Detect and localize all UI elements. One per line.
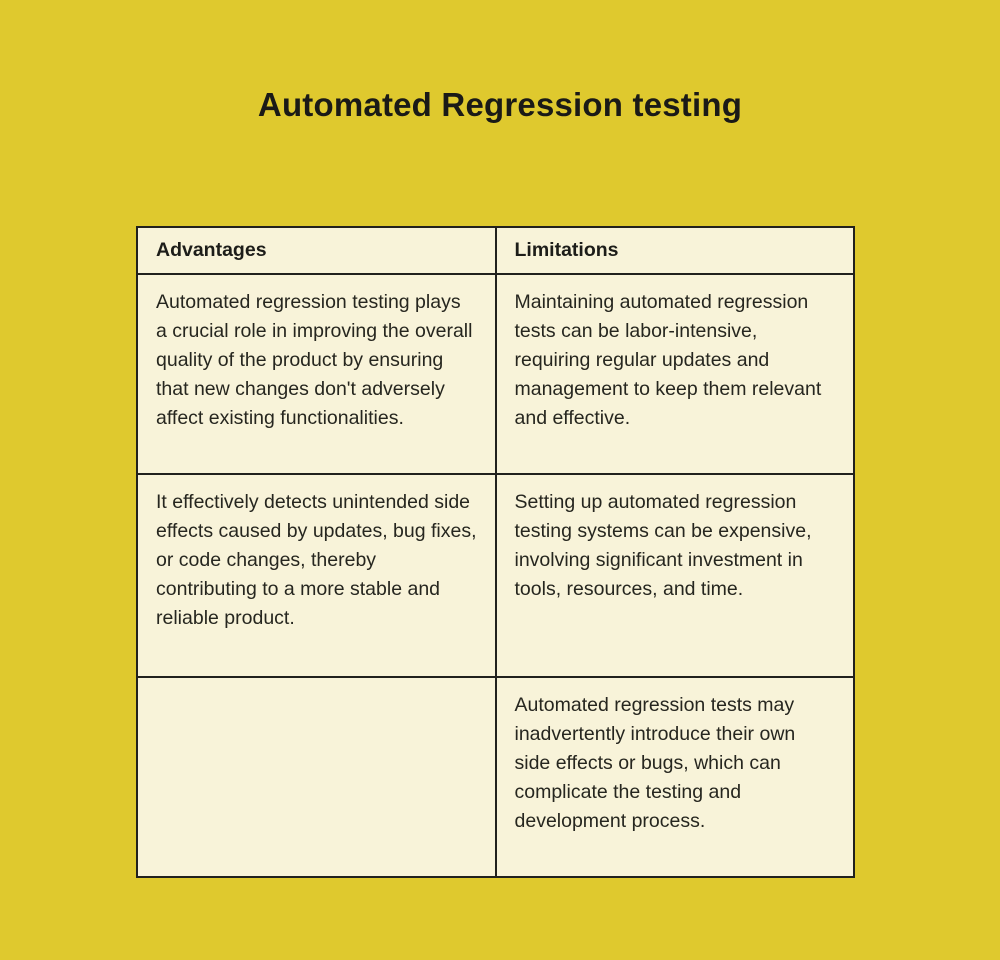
advantage-cell-3-empty	[136, 676, 497, 878]
header-cell-limitations: Limitations	[494, 226, 855, 275]
limitation-cell-2: Setting up automated regression testing …	[494, 473, 855, 678]
table-row: Automated regression tests may inadverte…	[136, 676, 855, 878]
advantages-limitations-table: Advantages Limitations Automated regress…	[136, 226, 855, 878]
header-cell-advantages: Advantages	[136, 226, 497, 275]
advantage-cell-2: It effectively detects unintended side e…	[136, 473, 497, 678]
table-header-row: Advantages Limitations	[136, 226, 855, 275]
table-row: It effectively detects unintended side e…	[136, 473, 855, 678]
limitation-cell-1: Maintaining automated regression tests c…	[494, 273, 855, 475]
limitation-cell-3: Automated regression tests may inadverte…	[494, 676, 855, 878]
page-title: Automated Regression testing	[257, 86, 743, 123]
advantage-cell-1: Automated regression testing plays a cru…	[136, 273, 497, 475]
table-row: Automated regression testing plays a cru…	[136, 273, 855, 475]
